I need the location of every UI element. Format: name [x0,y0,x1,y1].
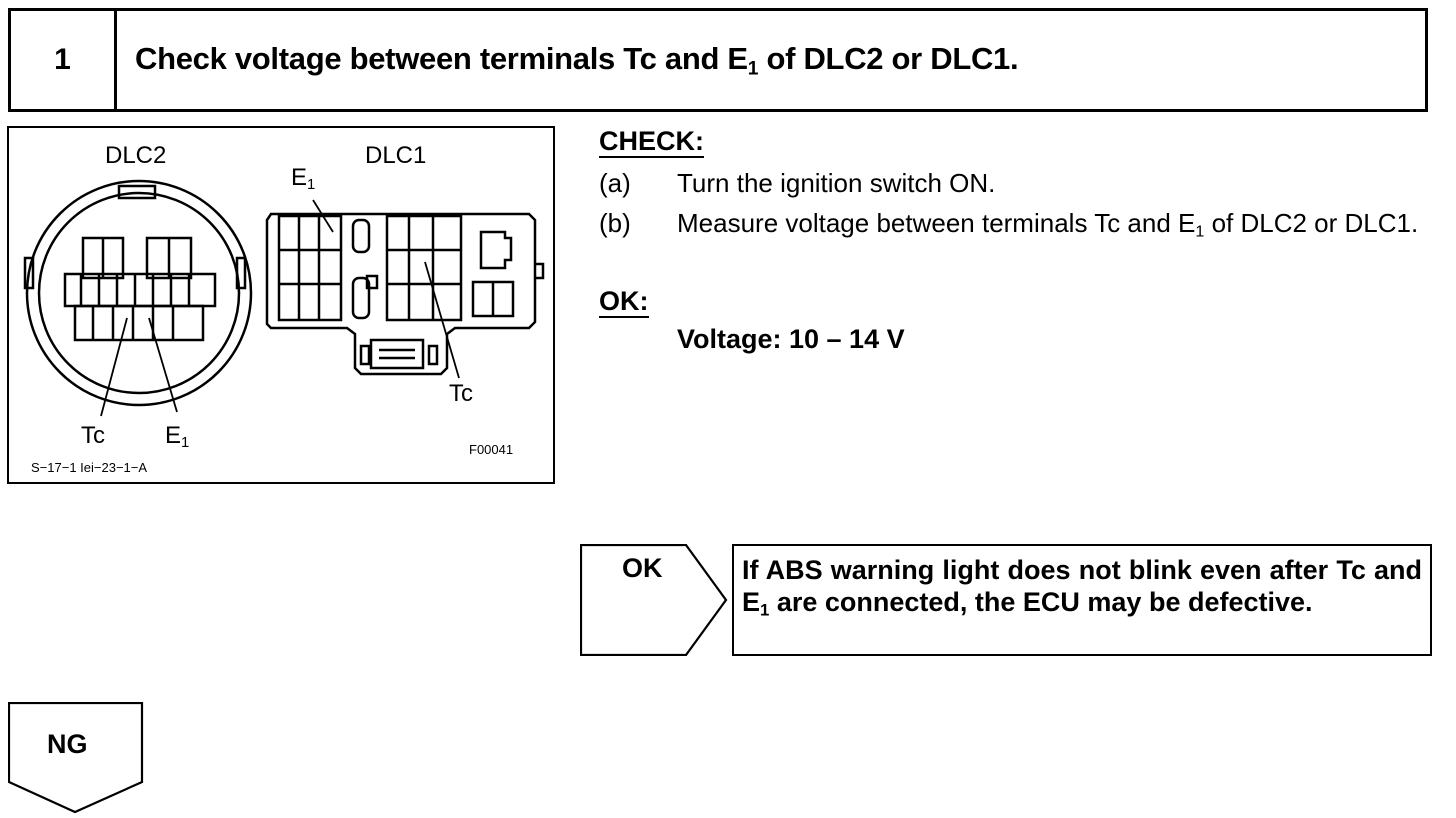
ok-result-box: If ABS warning light does not blink even… [732,544,1432,656]
e1-base: E [165,422,182,449]
check-step-text: Turn the ignition switch ON. [677,168,996,198]
ok-flow-label: OK [622,553,663,583]
e1-subscript: 1 [181,435,190,452]
check-step-letter: (b) [599,208,631,238]
dlc2-label: DLC2 [105,142,167,169]
dlc2-e1-leader [148,317,178,413]
dlc1-tc-leader [424,261,460,379]
check-step-text: Measure voltage between terminals Tc and… [677,203,1447,243]
figure-id: F00041 [469,442,514,457]
dlc2-outer-ring [25,179,253,407]
dlc1-slot-1 [351,218,371,254]
dlc2-terminal-block [63,236,217,342]
connector-drawing [23,179,545,417]
ok-value: Voltage: 10 – 14 V [677,324,905,354]
dlc1-left-terminals [277,214,343,322]
dlc2-tc-label: Tc [81,422,105,449]
step-title: Check voltage between terminals Tc and E… [135,41,1019,80]
dlc2-side-tab-left [23,256,35,290]
dlc2-key [117,184,157,200]
dlc1-slot-2 [351,276,371,320]
dlc2-tc-leader [100,317,128,417]
ok-heading: OK: [599,286,649,318]
ok-result-text-end: are connected, the ECU may be defective. [769,587,1313,617]
ok-arrow-shape [580,544,728,656]
e1-subscript: 1 [307,177,316,194]
e1-base: E [291,164,308,191]
dlc1-label: DLC1 [365,142,427,169]
dlc2-side-tab-right [235,256,247,290]
check-step-subscript: 1 [1195,222,1205,241]
ng-arrow-shape [8,702,144,814]
step-title-subscript: 1 [747,58,759,80]
step-number: 1 [11,11,117,109]
dlc1-tc-label: Tc [449,380,473,407]
dlc2-inner-ring [37,191,241,395]
step-title-text-end: of DLC2 or DLC1. [758,41,1019,76]
check-step-text-start: Measure voltage between terminals Tc and… [677,208,1196,238]
dlc1-bottom-latch [359,338,439,370]
dlc2-e1-label: E1 [165,422,190,452]
ng-flow-label: NG [47,729,88,759]
check-heading: CHECK: [599,126,704,158]
dlc1-e1-label: E1 [291,164,316,194]
step-title-text: Check voltage between terminals Tc and E [135,41,748,76]
dlc1-e1-leader [312,199,334,233]
dlc1-slot-3 [365,274,379,290]
dlc1-small-socket [479,230,513,270]
check-step-letter: (a) [599,168,631,198]
step-header: 1 Check voltage between terminals Tc and… [8,8,1428,112]
ok-result-text-start: If ABS warning light does not blink even… [742,555,1422,617]
dlc1-latch [535,262,545,280]
connector-diagram: DLC2 DLC1 E1 Tc Tc E1 F00041 S−17−1 Iei−… [7,126,555,484]
dlc1-housing [265,212,537,376]
check-step-text-end: of DLC2 or DLC1. [1204,208,1419,238]
dlc1-right-terminals [385,214,463,322]
ok-result-subscript: 1 [760,600,770,620]
figure-ref-code: S−17−1 Iei−23−1−A [31,460,148,475]
